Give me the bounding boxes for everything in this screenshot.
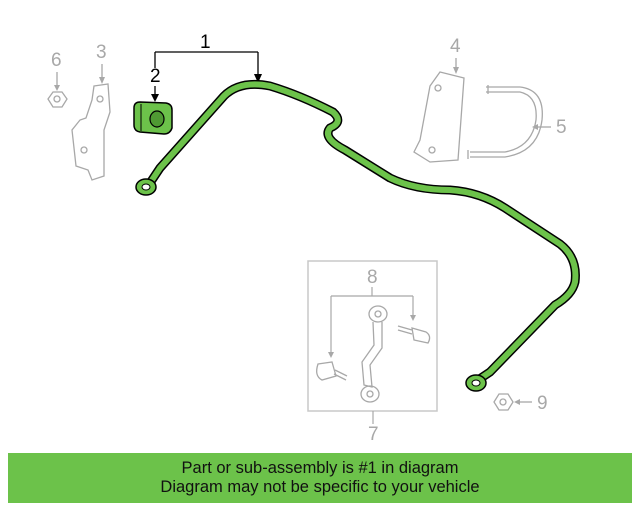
bushing[interactable] — [133, 101, 173, 135]
callout-2[interactable]: 2 — [150, 66, 161, 87]
banner-line-2: Diagram may not be specific to your vehi… — [160, 478, 480, 496]
callout-1[interactable]: 1 — [200, 32, 211, 53]
link-bolt-8-right[interactable] — [397, 325, 431, 344]
callout-9[interactable]: 9 — [537, 393, 548, 414]
callout-8-leader — [328, 287, 416, 358]
callout-1-leader — [154, 51, 262, 83]
u-bolt-5[interactable] — [467, 85, 551, 159]
callout-5[interactable]: 5 — [556, 117, 567, 138]
stabilizer-link-7[interactable] — [360, 305, 388, 403]
callout-7[interactable]: 7 — [368, 424, 379, 445]
bracket-3[interactable] — [71, 64, 111, 181]
callout-2-leader — [151, 86, 159, 102]
info-banner: Part or sub-assembly is #1 in diagram Di… — [8, 453, 632, 503]
callout-4[interactable]: 4 — [450, 36, 461, 57]
stabilizer-bar[interactable] — [135, 79, 580, 392]
callout-8[interactable]: 8 — [367, 267, 378, 288]
bracket-4[interactable] — [413, 58, 465, 163]
callout-3[interactable]: 3 — [96, 42, 107, 63]
link-bolt-8-left[interactable] — [316, 361, 348, 381]
nut-6[interactable] — [47, 72, 68, 108]
banner-line-1: Part or sub-assembly is #1 in diagram — [181, 459, 459, 477]
callout-6[interactable]: 6 — [51, 50, 62, 71]
nut-9[interactable] — [493, 393, 532, 411]
parts-diagram: 1 2 6 3 4 — [47, 32, 580, 445]
